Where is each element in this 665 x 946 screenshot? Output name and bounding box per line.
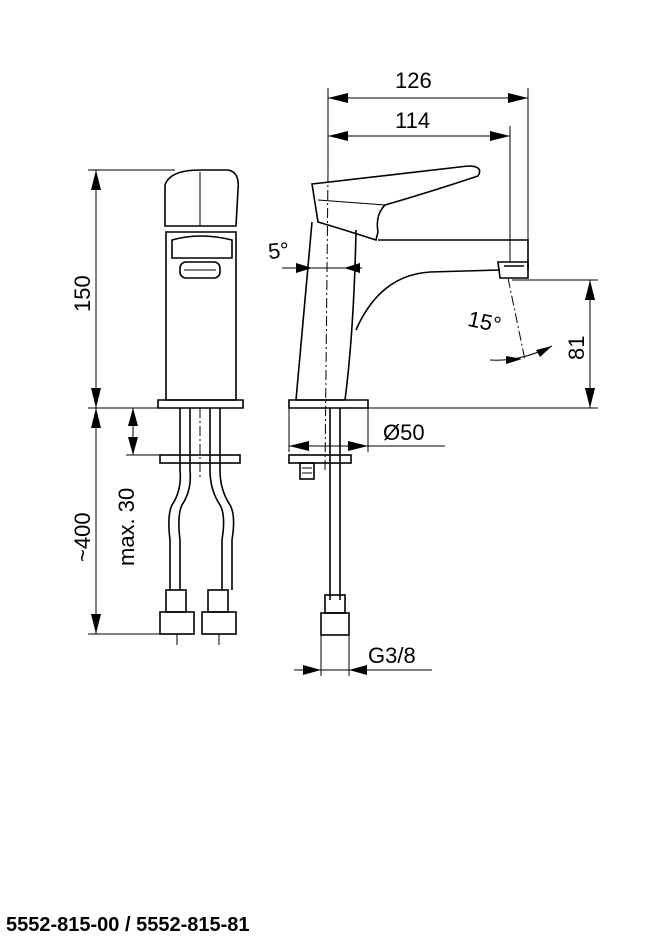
dim-5-label: 5° (267, 237, 290, 264)
dimension-81: 81 (368, 279, 598, 409)
side-view (288, 165, 529, 636)
dimension-angle-5: 5° (267, 237, 362, 273)
dim-thread-label: G3/8 (368, 643, 416, 668)
dim-81-label: 81 (564, 336, 589, 360)
dim-400-label: ~400 (70, 512, 95, 562)
dimension-diameter-50: Ø50 (288, 408, 445, 452)
dimension-126: 126 (327, 68, 529, 240)
front-view (157, 169, 244, 645)
dimension-400: ~400 (70, 408, 165, 635)
dimension-150: 150 (70, 169, 175, 409)
dim-50-label: Ø50 (383, 420, 425, 445)
dim-114-label: 114 (395, 108, 430, 133)
article-numbers: 5552-815-00 / 5552-815-81 (6, 914, 250, 936)
dimension-thread: G3/8 (294, 635, 432, 676)
dimension-max-30: max. 30 (114, 407, 160, 566)
dimension-114: 114 (328, 108, 511, 262)
dimension-angle-15: 15° (466, 277, 553, 364)
dim-15-label: 15° (466, 306, 504, 337)
dim-126-label: 126 (395, 68, 432, 93)
dim-150-label: 150 (70, 275, 95, 312)
dim-max30-label: max. 30 (114, 488, 139, 566)
